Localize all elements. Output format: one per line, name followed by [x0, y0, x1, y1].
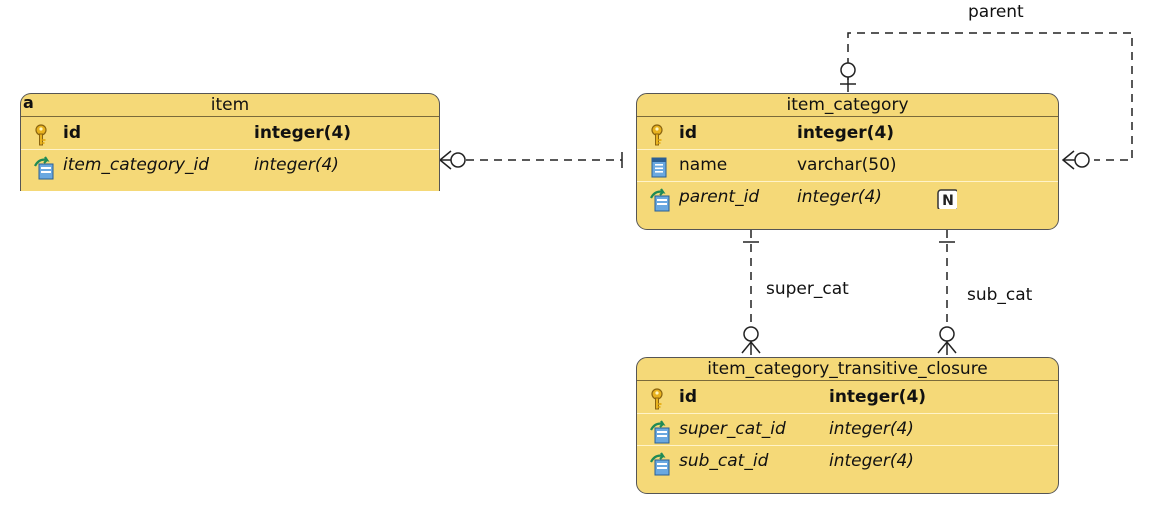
rel-label-super-cat: super_cat: [766, 279, 849, 299]
column-row[interactable]: id integer(4): [637, 118, 1058, 150]
column-type: integer(4): [254, 123, 352, 143]
column-type: varchar(50): [797, 155, 897, 175]
entity-item[interactable]: a item id integer(4) item_category_id in…: [20, 93, 440, 191]
foreign-key-icon: [33, 156, 54, 180]
column-name: sub_cat_id: [679, 451, 769, 471]
rel-item-category-zero: [450, 152, 466, 168]
rel-label-sub-cat: sub_cat: [967, 285, 1033, 305]
svg-text:N: N: [942, 193, 954, 209]
foreign-key-icon: [649, 452, 670, 476]
column-name: id: [63, 123, 81, 143]
column-type: integer(4): [797, 187, 882, 207]
column-name: parent_id: [679, 187, 760, 207]
entity-title: item: [21, 94, 439, 117]
key-icon: [33, 124, 53, 146]
rel-parent-zero-top: [840, 62, 856, 78]
column-type: integer(4): [829, 451, 914, 471]
entity-item-category-transitive-closure[interactable]: item_category_transitive_closure id inte…: [636, 357, 1059, 494]
column-row[interactable]: parent_id integer(4) N: [637, 182, 1058, 214]
column-name: item_category_id: [63, 155, 210, 175]
entity-title: item_category: [637, 94, 1058, 117]
column-type: integer(4): [797, 123, 895, 143]
column-row[interactable]: id integer(4): [21, 118, 439, 150]
rel-parent-zero-right: [1074, 152, 1090, 168]
entity-item-category[interactable]: item_category id integer(4) name varchar…: [636, 93, 1059, 230]
foreign-key-icon: [649, 188, 670, 212]
column-row[interactable]: id integer(4): [637, 382, 1058, 414]
column-name: name: [679, 155, 728, 175]
rel-label-parent: parent: [968, 2, 1024, 22]
column-name: id: [679, 387, 697, 407]
column-row[interactable]: item_category_id integer(4): [21, 150, 439, 184]
column-type: integer(4): [829, 419, 914, 439]
column-name: super_cat_id: [679, 419, 786, 439]
key-icon: [649, 124, 669, 146]
column-row[interactable]: super_cat_id integer(4): [637, 414, 1058, 446]
column-type: integer(4): [829, 387, 927, 407]
rel-parent-line: [847, 32, 1133, 161]
column-row[interactable]: sub_cat_id integer(4): [637, 446, 1058, 478]
nullable-badge-icon: N: [937, 189, 957, 209]
entity-title: item_category_transitive_closure: [637, 358, 1058, 381]
column-icon: [649, 156, 669, 178]
foreign-key-icon: [649, 420, 670, 444]
rel-super-cat-zero: [743, 326, 759, 342]
key-icon: [649, 388, 669, 410]
column-row[interactable]: name varchar(50): [637, 150, 1058, 182]
column-name: id: [679, 123, 697, 143]
corner-mark: a: [23, 93, 34, 112]
column-type: integer(4): [254, 155, 339, 175]
rel-sub-cat-zero: [939, 326, 955, 342]
